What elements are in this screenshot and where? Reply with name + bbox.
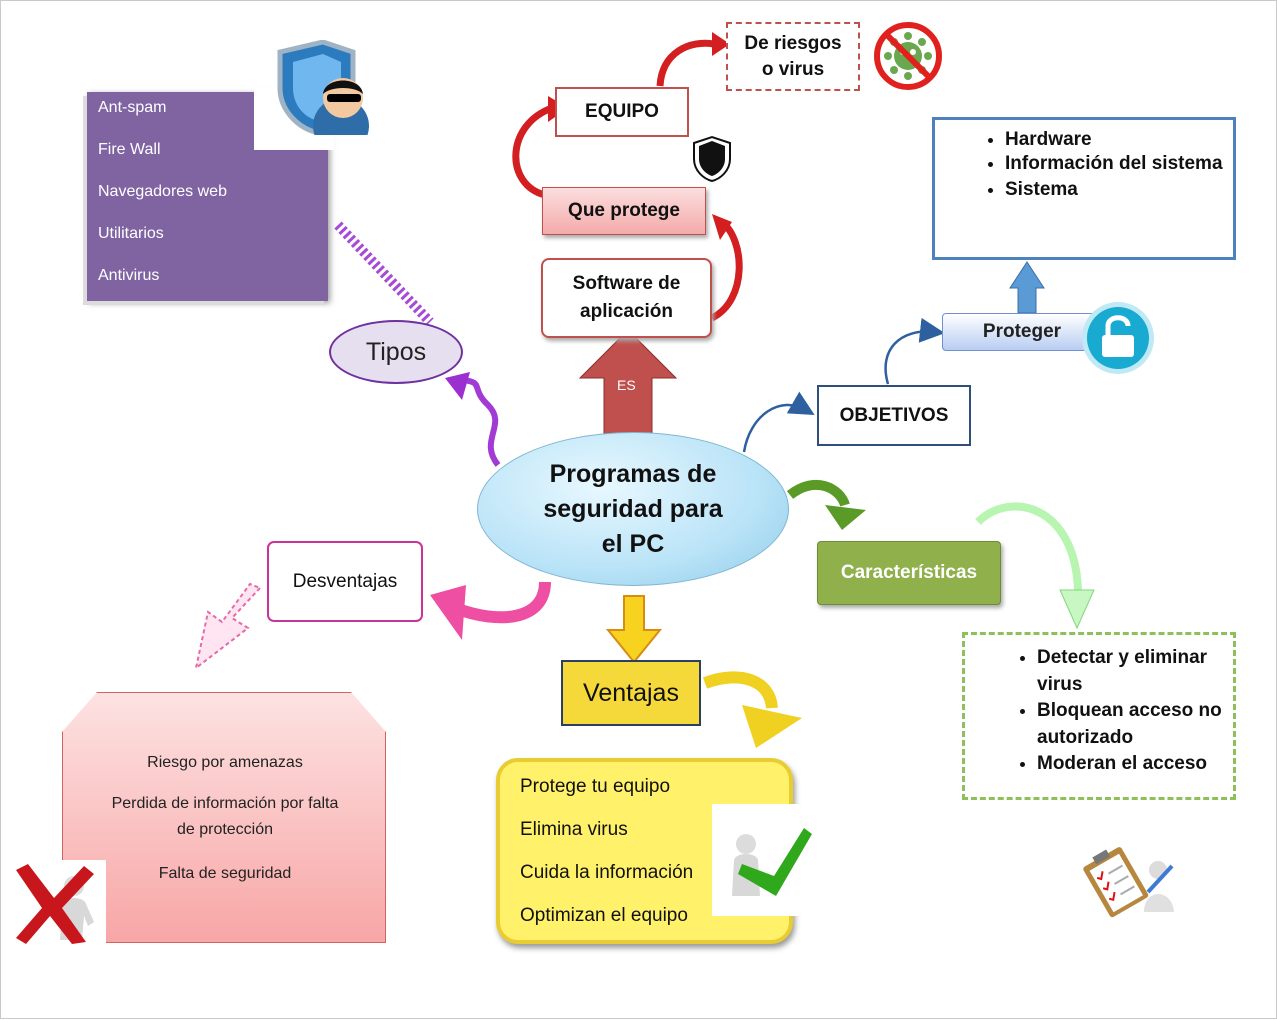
caracteristicas-item: Detectar y eliminar virus: [1037, 645, 1233, 698]
equipo-node: EQUIPO: [555, 87, 689, 137]
que-protege-node: Que protege: [542, 187, 706, 235]
checkmark-person-icon: [712, 804, 822, 916]
riesgos-line-1: De riesgos: [744, 32, 842, 54]
caracteristicas-list: Detectar y eliminar virus Bloquean acces…: [962, 632, 1236, 800]
desv-list-arrow: [194, 582, 262, 671]
tipos-item: Utilitarios: [98, 225, 164, 242]
tipos-item: Fire Wall: [98, 141, 161, 158]
central-line-1: Programas de: [549, 459, 717, 488]
central-line-3: el PC: [601, 529, 665, 558]
software-line-2: aplicación: [580, 301, 673, 322]
red-loop-right-head: [712, 214, 732, 240]
desventajas-node: Desventajas: [267, 541, 423, 622]
tipos-item: Navegadores web: [98, 183, 227, 200]
proteger-connector: [884, 317, 945, 385]
desventajas-list: Riesgo por amenazas Perdida de informaci…: [62, 692, 386, 943]
shield-user-icon: [277, 40, 369, 135]
tipos-item: Antivirus: [98, 267, 160, 284]
caracteristicas-item: Bloquean acceso no autorizado: [1037, 698, 1233, 751]
objetivos-item: Hardware: [1005, 128, 1233, 152]
detectar-arrowhead: [1059, 589, 1095, 630]
proteger-node: Proteger: [942, 313, 1102, 351]
objetivos-list: Hardware Información del sistema Sistema: [932, 117, 1236, 260]
red-loop-left: [512, 104, 554, 199]
clipboard-checklist-icon: [1083, 847, 1174, 918]
red-top-arrow: [656, 39, 715, 87]
red-top-arrow-head: [712, 32, 730, 56]
x-person-icon: [10, 860, 106, 946]
ventajas-item: Cuida la información: [520, 862, 694, 883]
central-topic: Programas de seguridad para el PC: [477, 432, 789, 586]
riesgos-line-2: o virus: [761, 58, 825, 80]
shield-icon: [693, 135, 731, 183]
objetivos-connector: [742, 391, 815, 453]
ventajas-item: Elimina virus: [520, 819, 628, 840]
tipos-hatch-line: [334, 221, 434, 326]
caracteristicas-item: Moderan el acceso: [1037, 751, 1233, 778]
desventajas-item: Perdida de información por falta de prot…: [111, 795, 339, 838]
padlock-icon: [1082, 302, 1154, 374]
riesgos-node: De riesgos o virus: [726, 22, 860, 91]
caract-arrowhead: [825, 505, 866, 530]
caract-connector: [786, 479, 850, 507]
ventajas-list-arrowhead: [742, 705, 802, 748]
ventajas-node: Ventajas: [561, 660, 701, 726]
detectar-connector: [975, 502, 1082, 591]
red-loop-right: [710, 219, 743, 322]
desventajas-arrowhead: [430, 585, 466, 640]
tipos-arrowhead: [445, 372, 470, 400]
es-label: ES: [617, 377, 636, 393]
software-line-1: Software de: [572, 273, 681, 294]
ventajas-item: Protege tu equipo: [520, 776, 671, 797]
desventajas-item: Falta de seguridad: [158, 865, 292, 882]
tipos-connector: [461, 377, 501, 467]
tipos-item: Ant-spam: [98, 99, 167, 116]
objetivos-item: Información del sistema: [1005, 152, 1233, 176]
ventajas-down-arrow: [605, 595, 663, 664]
objetivos-item: Sistema: [1005, 178, 1233, 202]
up-arrow-blue: [1009, 261, 1045, 314]
desventajas-item: Riesgo por amenazas: [147, 754, 303, 771]
caracteristicas-node: Características: [817, 541, 1001, 605]
software-node: Software de aplicación: [541, 258, 712, 338]
objetivos-node: OBJETIVOS: [817, 385, 971, 446]
ventajas-list-connector: [702, 671, 778, 709]
es-arrow: [578, 329, 678, 441]
central-line-2: seguridad para: [543, 494, 723, 523]
no-virus-icon: [874, 22, 942, 90]
tipos-node: Tipos: [329, 320, 463, 384]
ventajas-item: Optimizan el equipo: [520, 905, 688, 926]
desventajas-connector: [452, 581, 551, 624]
